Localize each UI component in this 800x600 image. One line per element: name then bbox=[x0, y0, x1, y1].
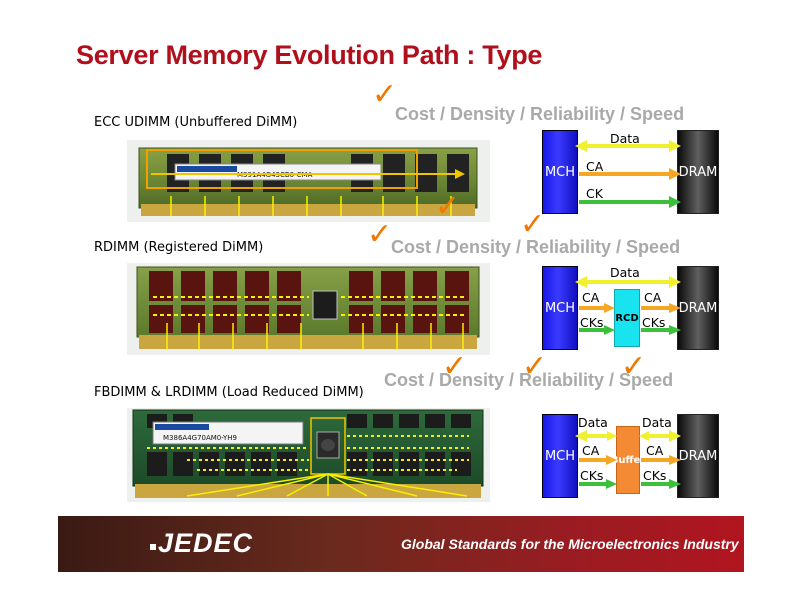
attributes-udimm: Cost / Density / Reliability / Speed bbox=[395, 104, 685, 124]
data-label: Data bbox=[578, 415, 608, 430]
signal-arrows bbox=[575, 140, 681, 208]
row-label-udimm: ECC UDIMM (Unbuffered DiMM) bbox=[94, 115, 298, 130]
row-label-rdimm: RDIMM (Registered DiMM) bbox=[94, 240, 264, 255]
ca-label: CA bbox=[586, 159, 604, 174]
footer-banner bbox=[58, 516, 744, 572]
lrdimm-module-photo: M386A4G70AM0-YH9 bbox=[127, 408, 490, 502]
rdimm-module-photo bbox=[127, 263, 490, 355]
ca-label: CA bbox=[582, 290, 600, 305]
logo-accent-icon bbox=[150, 544, 156, 550]
footer-tagline: Global Standards for the Microelectronic… bbox=[401, 536, 739, 552]
mch-block: MCH bbox=[542, 414, 578, 498]
rcd-block: RCD bbox=[614, 289, 640, 347]
cks-label: CKs bbox=[643, 468, 667, 483]
check-mark-icon: ✓ bbox=[367, 217, 393, 252]
dram-block: DRAM bbox=[677, 130, 719, 214]
mch-block: MCH bbox=[542, 266, 578, 350]
dram-block: DRAM bbox=[677, 266, 719, 350]
check-mark-icon: ✓ bbox=[522, 349, 548, 384]
check-mark-icon: ✓ bbox=[372, 77, 398, 112]
dram-block: DRAM bbox=[677, 414, 719, 498]
row-label-lrdimm: FBDIMM & LRDIMM (Load Reduced DiMM) bbox=[94, 385, 364, 400]
attributes-rdimm: Cost / Density / Reliability / Speed bbox=[391, 237, 681, 257]
udimm-module-photo: M391A4G43CB0-CMA bbox=[127, 140, 490, 222]
data-label: Data bbox=[642, 415, 672, 430]
signal-arrows bbox=[575, 430, 681, 489]
cks-label: CKs bbox=[580, 315, 604, 330]
jedec-logo: JEDEC bbox=[158, 528, 254, 558]
mch-block: MCH bbox=[542, 130, 578, 214]
ca-label: CA bbox=[644, 290, 662, 305]
check-mark-icon: ✓ bbox=[520, 207, 546, 242]
attributes-lrdimm: Cost / Density / Reliability / Speed bbox=[384, 370, 674, 390]
data-label: Data bbox=[610, 265, 640, 280]
cks-label: CKs bbox=[642, 315, 666, 330]
ca-label: CA bbox=[646, 443, 664, 458]
check-mark-icon: ✓ bbox=[435, 189, 461, 224]
ck-label: CK bbox=[586, 186, 603, 201]
page-title: Server Memory Evolution Path : Type bbox=[76, 40, 543, 70]
check-mark-icon: ✓ bbox=[442, 349, 468, 384]
lrdimm-module-label: M386A4G70AM0-YH9 bbox=[163, 434, 237, 442]
check-mark-icon: ✓ bbox=[621, 349, 647, 384]
cks-label: CKs bbox=[580, 468, 604, 483]
ca-label: CA bbox=[582, 443, 600, 458]
data-label: Data bbox=[610, 131, 640, 146]
signal-arrows bbox=[575, 276, 681, 335]
